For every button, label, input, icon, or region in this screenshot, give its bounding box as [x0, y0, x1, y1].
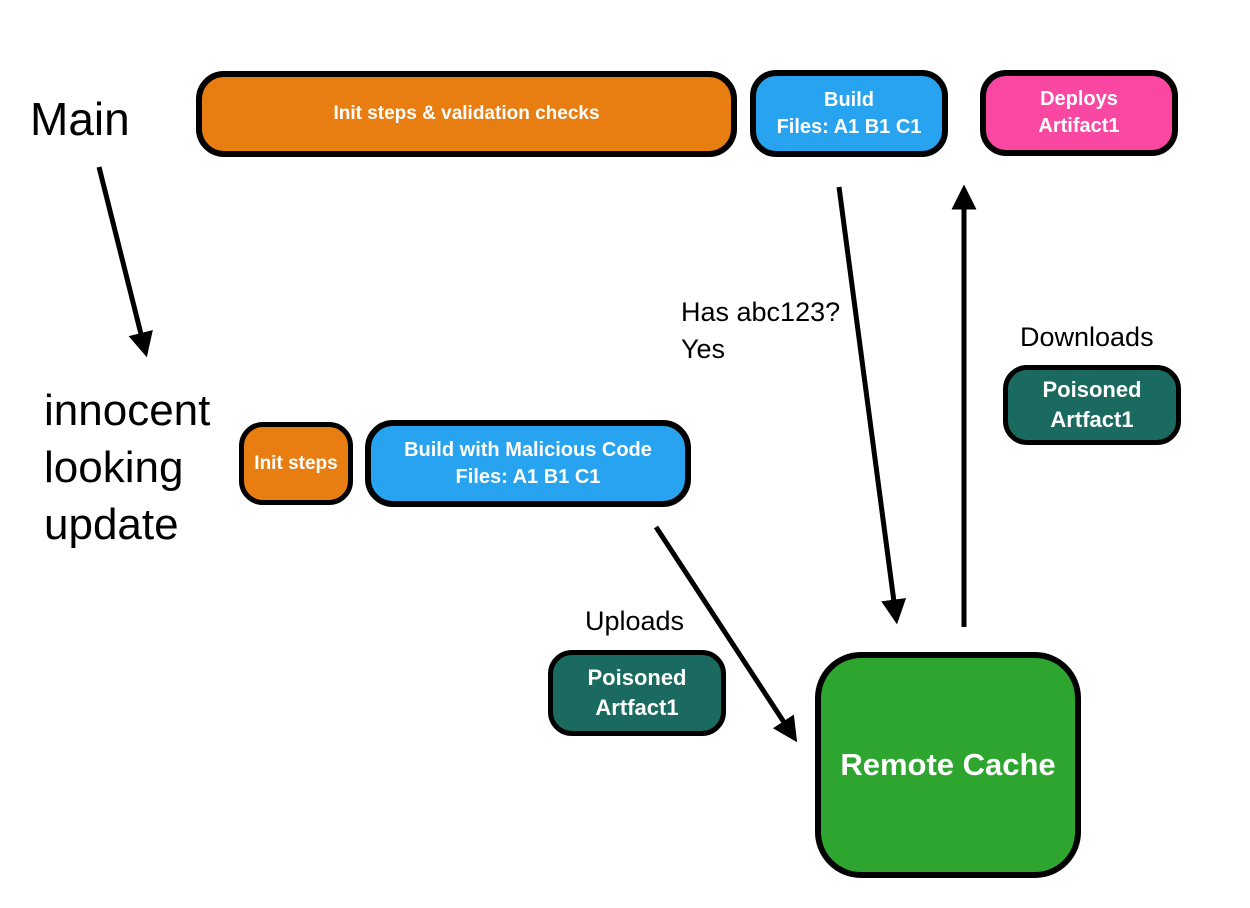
label-has-abc123-yes: Has abc123? Yes [681, 297, 841, 364]
label-uploads: Uploads [585, 606, 685, 636]
label-downloads: Downloads [1020, 322, 1154, 352]
label-innocent-looking-update: innocent looking update [44, 386, 211, 549]
node-poisoned-artifact-upload: Poisoned Artfact1 [548, 650, 726, 736]
label-main-branch: Main [30, 93, 130, 145]
node-deploys-artifact1: Deploys Artifact1 [980, 70, 1178, 156]
node-build-with-malicious-code: Build with Malicious Code Files: A1 B1 C… [365, 420, 691, 507]
node-init-steps: Init steps [239, 422, 353, 505]
node-init-steps-validation-checks: Init steps & validation checks [196, 71, 737, 157]
arrow-main-to-innocent-update [96, 166, 153, 358]
node-remote-cache: Remote Cache [815, 652, 1081, 878]
arrow-build-to-remote-cache [836, 186, 907, 625]
node-build-files: Build Files: A1 B1 C1 [750, 70, 948, 157]
node-poisoned-artifact-download: Poisoned Artfact1 [1003, 365, 1181, 445]
